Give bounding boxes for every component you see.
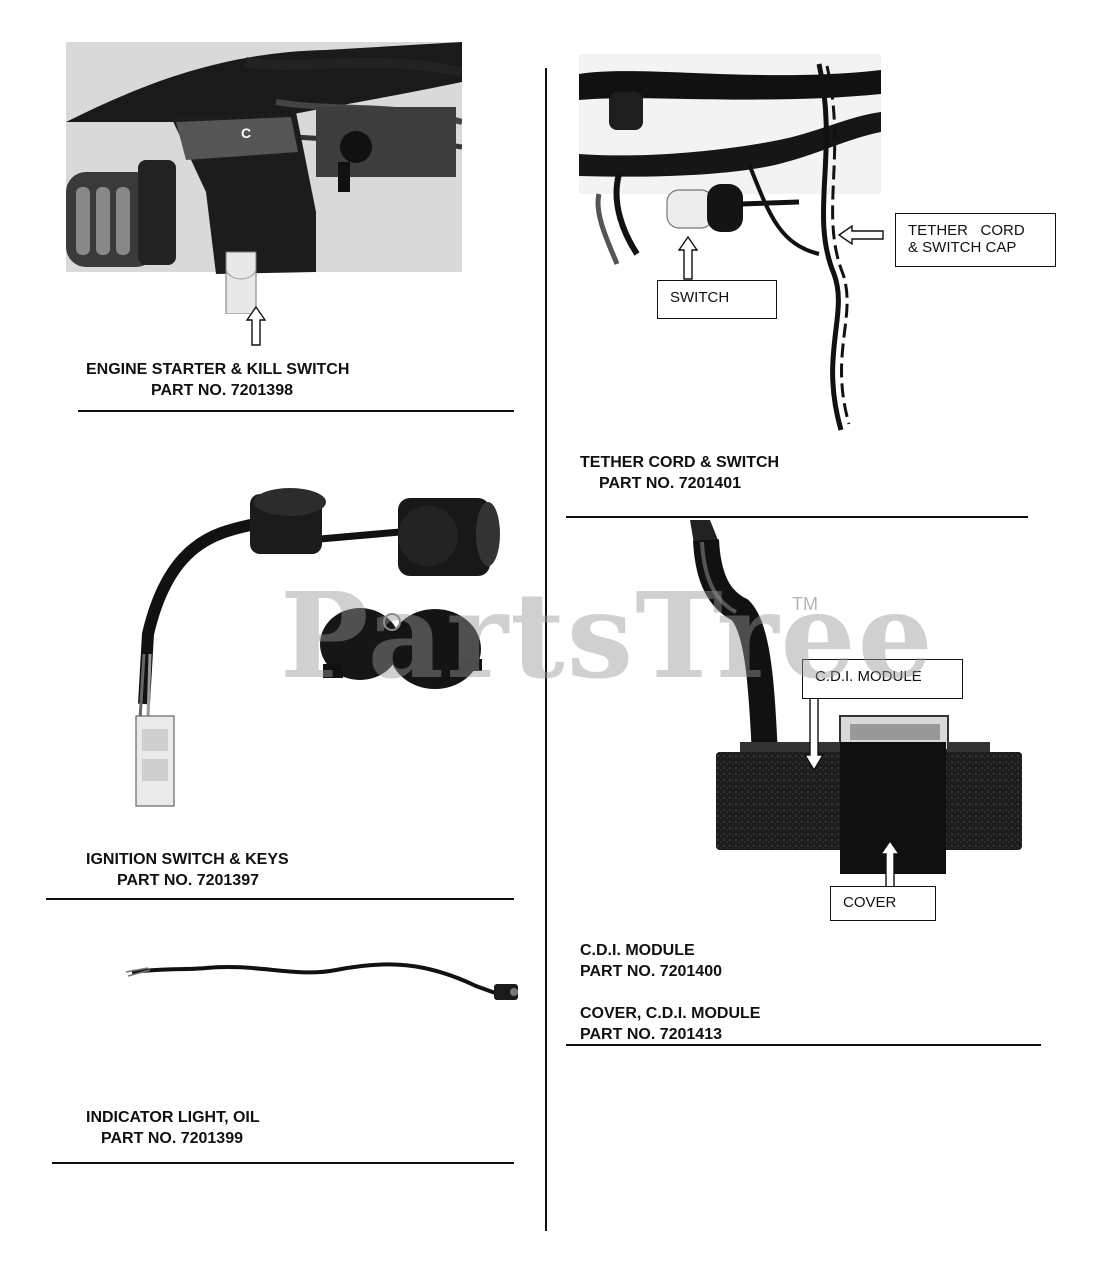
cdi-module-name: C.D.I. MODULE (580, 942, 695, 959)
center-divider (545, 68, 547, 1231)
tether-arrow-icon (838, 225, 884, 245)
indicator-light-name: INDICATOR LIGHT, OIL (86, 1109, 260, 1126)
switch-arrow-icon (678, 236, 698, 280)
cdi-module-callout-text: C.D.I. MODULE (815, 668, 922, 685)
indicator-light-part-number: PART NO. 7201399 (101, 1130, 243, 1147)
indicator-light-photo (126, 962, 518, 1000)
divider-ignition-switch (46, 898, 514, 900)
cdi-module-callout: C.D.I. MODULE (802, 659, 963, 699)
divider-cdi-module (566, 1044, 1041, 1046)
engine-switch-arrow-icon (246, 306, 266, 346)
cdi-cover-part-number: PART NO. 7201413 (580, 1026, 722, 1043)
engine-switch-part-number: PART NO. 7201398 (151, 382, 293, 399)
tether-callout-line1: TETHER CORD (908, 222, 1025, 239)
divider-tether-cord (566, 516, 1028, 518)
ignition-switch-part-number: PART NO. 7201397 (117, 872, 259, 889)
tether-cord-part-number: PART NO. 7201401 (599, 475, 741, 492)
engine-switch-photo: C (66, 42, 462, 314)
cdi-module-arrow-icon (804, 697, 824, 771)
tether-cord-name: TETHER CORD & SWITCH (580, 454, 780, 471)
ignition-switch-photo (135, 488, 500, 807)
switch-callout-text: SWITCH (670, 289, 730, 306)
watermark-logo: PartsTree (280, 566, 935, 705)
divider-engine-switch (78, 410, 514, 412)
watermark-trademark: TM (792, 594, 818, 614)
switch-letter-c: C (241, 125, 251, 141)
ignition-switch-name: IGNITION SWITCH & KEYS (86, 851, 289, 868)
cover-arrow-icon (880, 840, 900, 888)
cover-callout-text: COVER (843, 894, 897, 911)
tether-callout-line2: & SWITCH CAP (908, 239, 1017, 256)
tether-callout: TETHER CORD & SWITCH CAP (895, 213, 1056, 267)
cdi-cover-name: COVER, C.D.I. MODULE (580, 1005, 761, 1022)
divider-indicator-light (52, 1162, 514, 1164)
cdi-module-part-number: PART NO. 7201400 (580, 963, 722, 980)
engine-switch-name: ENGINE STARTER & KILL SWITCH (86, 361, 350, 378)
switch-callout: SWITCH (657, 280, 777, 319)
cover-callout: COVER (830, 886, 936, 921)
cdi-module-photo (690, 520, 1022, 874)
tether-cord-photo (579, 54, 881, 431)
